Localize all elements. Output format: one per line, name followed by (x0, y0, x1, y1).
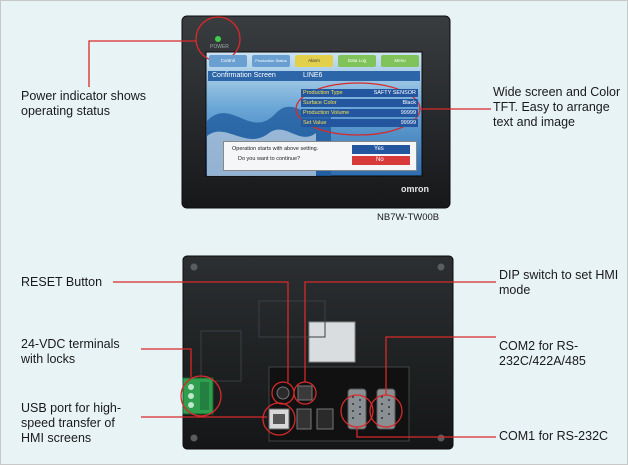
prompt-line-1: Operation starts with above setting. (232, 146, 319, 152)
tab-menu[interactable]: Menu (381, 55, 419, 67)
settings-rows: Production Type SAFTY SENSOR Surface Col… (301, 89, 418, 127)
tab-data-log[interactable]: Data Log (338, 55, 376, 67)
com2-label: COM2 for RS-232C/422A/485 (499, 339, 586, 368)
row-value: 99999 (400, 120, 416, 126)
no-button[interactable]: No (352, 156, 410, 165)
settings-row: Production Volume 99999 (301, 109, 418, 117)
com1-label: COM1 for RS-232C (499, 429, 609, 443)
row-label: Surface Color (303, 100, 337, 106)
reset-button-label: RESET Button (21, 275, 103, 289)
power-text: POWER (210, 44, 229, 50)
yes-button[interactable]: Yes (352, 145, 410, 154)
screen-tabs: Control Production Status Alarm Data Log… (209, 55, 419, 67)
yes-label: Yes (374, 146, 384, 152)
row-label: Production Type (303, 90, 343, 96)
model-label: NB7W-TW00B (377, 212, 440, 223)
prompt-box: Operation starts with above setting. Do … (223, 141, 417, 171)
power-led (215, 36, 221, 42)
leader-lines (88, 40, 496, 438)
row-value: Black (402, 100, 416, 106)
confirmation-header: Confirmation Screen LINE6 (208, 71, 420, 81)
settings-row: Production Type SAFTY SENSOR (301, 89, 418, 97)
tab-production-status[interactable]: Production Status (252, 55, 290, 67)
wide-screen-label: Wide screen and Color TFT. Easy to arran… (493, 85, 621, 129)
line-label: LINE6 (303, 72, 323, 79)
reset-button (276, 386, 290, 400)
tab-alarm[interactable]: Alarm (295, 55, 333, 67)
row-label: Production Volume (303, 110, 350, 116)
dip-switch (297, 385, 313, 401)
terminal-block (182, 377, 214, 415)
no-label: No (376, 157, 384, 163)
confirmation-title: Confirmation Screen (212, 72, 276, 79)
terminals-label: 24-VDC terminals with locks (21, 337, 120, 366)
usb-port-label: USB port for high-speed transfer of HMI … (21, 401, 122, 445)
tab-control[interactable]: Control (209, 55, 247, 67)
dip-switch-label: DIP switch to set HMI mode (499, 268, 619, 297)
settings-row: Set Value 99999 (301, 119, 418, 127)
power-indicator-label: Power indicator shows operating status (21, 89, 147, 118)
row-label: Set Value (303, 120, 327, 126)
row-value: 99999 (400, 110, 416, 116)
brand-logo: omron (401, 184, 429, 194)
row-value: SAFTY SENSOR (373, 90, 416, 96)
settings-row: Surface Color Black (301, 99, 418, 107)
back-label-plate (308, 321, 356, 363)
prompt-line-2: Do you want to continue? (238, 156, 301, 162)
